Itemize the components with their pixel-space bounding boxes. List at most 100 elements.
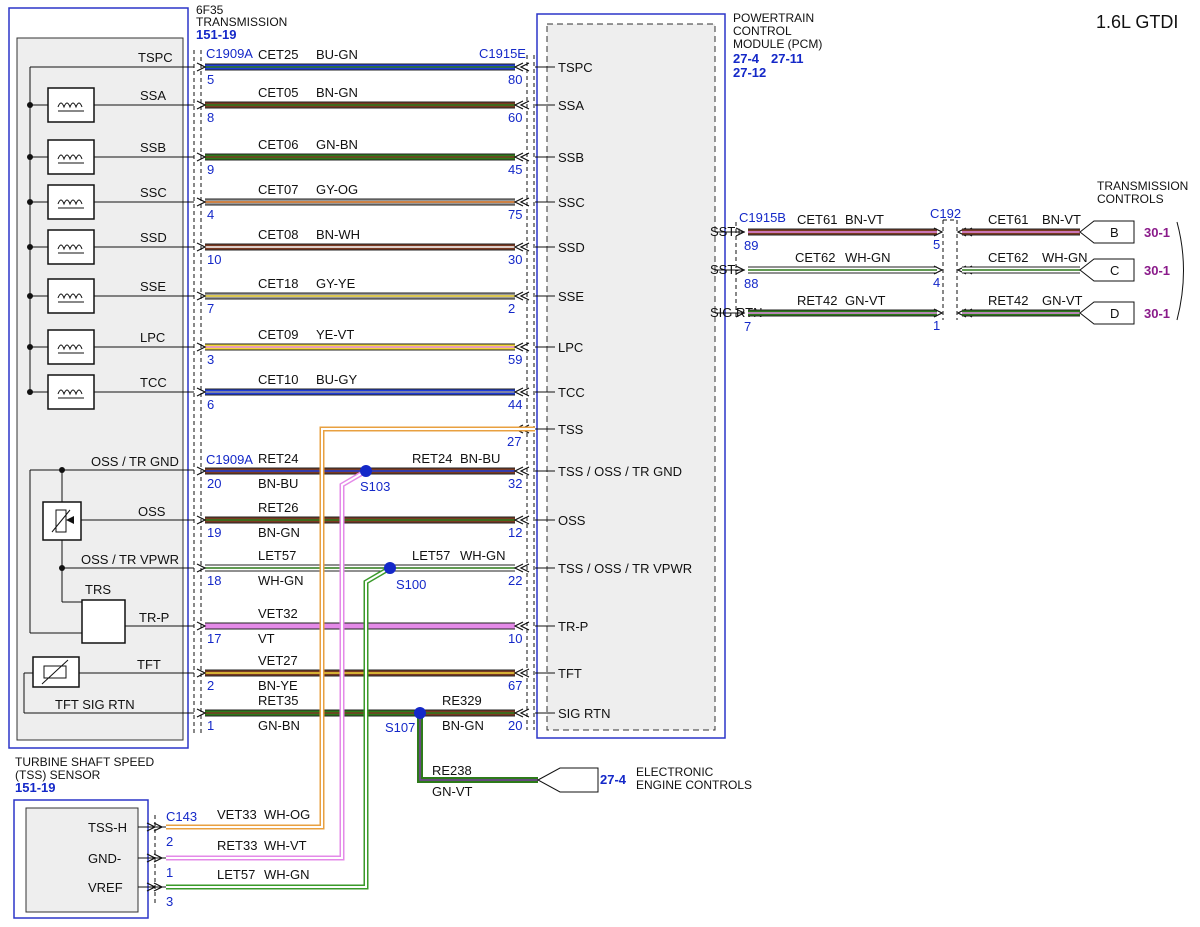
solenoid-6 — [27, 329, 194, 365]
pcm-pin-low-4: 67 — [508, 678, 522, 693]
pcm-label-12: TR-P — [558, 619, 588, 634]
tx-label-tr-p: TR-P — [139, 610, 169, 625]
pcm-ref-2: 27-12 — [733, 65, 766, 80]
tcs-heading-2: CONTROLS — [1097, 192, 1164, 206]
tcs-ref-2[interactable]: 30-1 — [1144, 306, 1170, 321]
tx-pin-CET05: 8 — [207, 110, 214, 125]
pcm-label-13: TFT — [558, 666, 582, 681]
tss-sensor-name-2: (TSS) SENSOR — [15, 768, 101, 782]
tss-pin-num-0: 2 — [166, 834, 173, 849]
color-low-0: BN-BU — [258, 476, 298, 491]
pcm-pin-low-0: 32 — [508, 476, 522, 491]
tx-label-oss-tr-gnd: OSS / TR GND — [91, 454, 179, 469]
circuit-low-5: RET35 — [258, 693, 298, 708]
pcm-label-5: SSE — [558, 289, 584, 304]
tcs-ref-1[interactable]: 30-1 — [1144, 263, 1170, 278]
circuit-low-4: VET27 — [258, 653, 298, 668]
tss-pin-num-1: 1 — [166, 865, 173, 880]
tcs-letter-2: D — [1110, 306, 1119, 321]
coil-icon — [57, 293, 83, 300]
splice-s103-dot — [360, 465, 372, 477]
tx-pin-low-2: 18 — [207, 573, 221, 588]
circuit-CET05: CET05 — [258, 85, 298, 100]
pcm-circuit-2: LET57 — [412, 548, 450, 563]
tcs-ref-0[interactable]: 30-1 — [1144, 225, 1170, 240]
solenoid-7 — [27, 374, 194, 410]
tcs-inline-connector: C192 — [930, 206, 961, 221]
tss-pin-label-1: GND- — [88, 851, 121, 866]
oss-resistor-icon — [55, 509, 67, 533]
splice-s107-dot — [414, 707, 426, 719]
tss-sensor-inner-box — [25, 807, 139, 913]
tx-pin-CET25: 5 — [207, 72, 214, 87]
pcm-label-10: OSS — [558, 513, 586, 528]
tss-pin-row: 27 — [507, 428, 555, 449]
circuit-CET25: CET25 — [258, 47, 298, 62]
color-CET06: GN-BN — [316, 137, 358, 152]
coil-icon — [57, 244, 83, 251]
tss-pcm-pin: 27 — [507, 434, 521, 449]
pcm-color-5: BN-GN — [442, 718, 484, 733]
pcm-label-9: TSS / OSS / TR GND — [558, 464, 682, 479]
circuit-CET07: CET07 — [258, 182, 298, 197]
color-low-3: VT — [258, 631, 275, 646]
engine-title: 1.6L GTDI — [1096, 12, 1178, 32]
transmission-outer-box — [8, 7, 189, 749]
tx-pin-CET07: 4 — [207, 207, 214, 222]
coil-icon — [57, 199, 83, 206]
tx-pin-CET09: 3 — [207, 352, 214, 367]
eec-ref[interactable]: 27-4 — [600, 772, 627, 787]
color-CET18: GY-YE — [316, 276, 356, 291]
tcs-letter-0: B — [1110, 225, 1119, 240]
tx-pin-low-4: 2 — [207, 678, 214, 693]
color-CET08: BN-WH — [316, 227, 360, 242]
tcs-connector-2 — [1079, 301, 1135, 325]
tss-color-2: WH-GN — [264, 867, 310, 882]
pcm-circuit-0: RET24 — [412, 451, 452, 466]
tx-label-tft-sig-rtn: TFT SIG RTN — [55, 697, 135, 712]
pcm-label-6: LPC — [558, 340, 583, 355]
pcm-inner-box — [546, 23, 716, 731]
tcs-far-circuit-2: RET42 — [988, 293, 1028, 308]
oss-sensor-box — [42, 501, 82, 541]
pcm-label-1: SSA — [558, 98, 584, 113]
pcm-ref-1a: 27-4 — [733, 51, 760, 66]
pcm-circuit-5: RE329 — [442, 693, 482, 708]
tx-label-trs: TRS — [85, 582, 111, 597]
tx-pin-low-1: 19 — [207, 525, 221, 540]
pcm-label-7: TCC — [558, 385, 585, 400]
tcs-circuit-0: CET61 — [797, 212, 837, 227]
coil-icon — [57, 102, 83, 109]
color-low-5: GN-BN — [258, 718, 300, 733]
splice-s107-label: S107 — [385, 720, 415, 735]
pcm-ref-1b: 27-11 — [771, 51, 804, 66]
color-CET10: BU-GY — [316, 372, 358, 387]
color-CET09: YE-VT — [316, 327, 354, 342]
tss-pin-label-2: VREF — [88, 880, 123, 895]
transmission-ref: 151-19 — [196, 27, 236, 42]
color-CET07: GY-OG — [316, 182, 358, 197]
solenoid-2 — [27, 139, 194, 175]
tcs-color-0: BN-VT — [845, 212, 884, 227]
pcm-pin-low-3: 10 — [508, 631, 522, 646]
tx-pin-low-0: 20 — [207, 476, 221, 491]
pcm-label-0: TSPC — [558, 60, 593, 75]
tx-label-tft: TFT — [137, 657, 161, 672]
pcm-pin-CET18: 2 — [508, 301, 515, 316]
tx-pin-CET08: 10 — [207, 252, 221, 267]
pcm-label-8: TSS — [558, 422, 584, 437]
pcm-pin-low-2: 22 — [508, 573, 522, 588]
pcm-connector-top: C1915E — [479, 46, 526, 61]
coil-icon — [57, 389, 83, 396]
splice-s100-dot — [384, 562, 396, 574]
tcs-connector-0 — [1079, 220, 1135, 244]
tcs-c192-pin-2: 1 — [933, 318, 940, 333]
tcs-letter-1: C — [1110, 263, 1119, 278]
circuit-low-2: LET57 — [258, 548, 296, 563]
color-CET05: BN-GN — [316, 85, 358, 100]
pcm-pin-CET05: 60 — [508, 110, 522, 125]
pcm-pin-CET25: 80 — [508, 72, 522, 87]
